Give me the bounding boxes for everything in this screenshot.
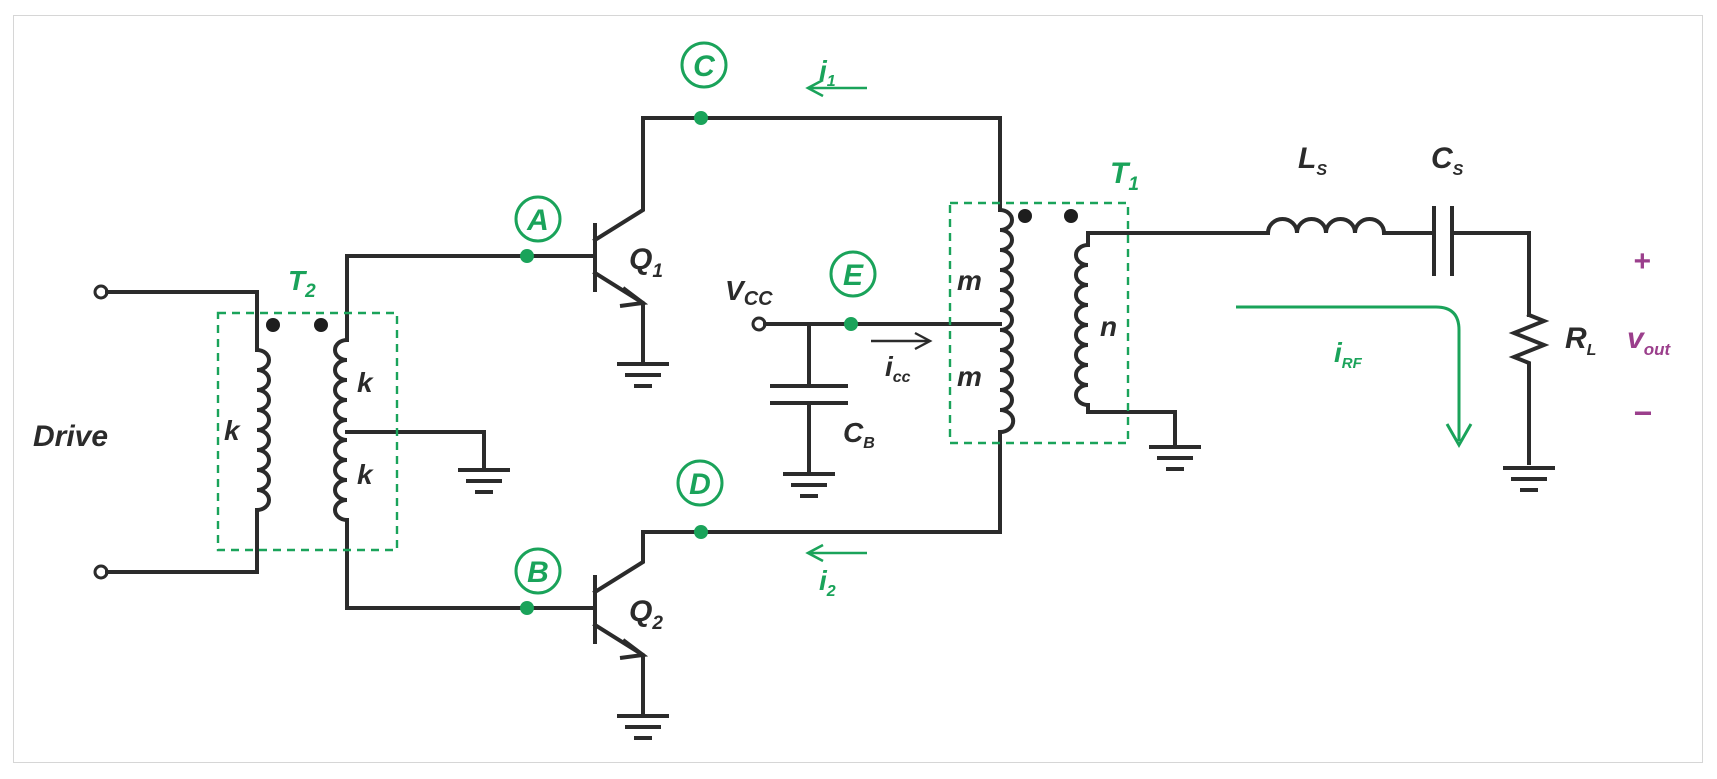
vout-minus-sign: − (1633, 395, 1652, 431)
t1-core-box (948, 201, 1130, 445)
t2-primary-winding (256, 348, 271, 512)
ground-symbol-q2 (617, 714, 669, 740)
figure-frame (13, 15, 1703, 763)
node-c-dot (694, 111, 708, 125)
t1-secondary-n-label: n (1100, 311, 1117, 342)
inductor-ls (1266, 217, 1436, 235)
vcc-label: VCC (725, 275, 773, 310)
drive-input (93, 284, 259, 580)
t2-secondary-k-bottom-label: k (357, 459, 374, 490)
ls-label: LS (1298, 142, 1327, 179)
rl-label: RL (1565, 322, 1596, 359)
irf-label: iRF (1334, 337, 1363, 372)
node-a-dot (520, 249, 534, 263)
cb-label: CB (843, 417, 875, 452)
ground-symbol-q1 (617, 362, 669, 388)
q1-label: Q1 (629, 243, 663, 282)
current-arrow-i1 (805, 78, 867, 98)
t1-dot-secondary (1064, 209, 1078, 223)
t2-dot-secondary (314, 318, 328, 332)
icc-label: icc (885, 351, 911, 386)
transistor-q1 (525, 116, 1002, 364)
t1-primary-winding (999, 208, 1016, 434)
current-arrow-icc (871, 331, 933, 351)
node-a-label: A (514, 195, 562, 243)
t1-primary-m-top-label: m (957, 265, 982, 296)
node-e-label: E (829, 250, 877, 298)
node-b-label: B (514, 547, 562, 595)
drive-label: Drive (33, 420, 108, 453)
vout-label: vout (1627, 322, 1671, 359)
vout-plus-sign: + (1633, 245, 1651, 278)
ground-symbol-t2 (458, 468, 510, 494)
t2-core-box (216, 311, 399, 552)
t1-primary-m-bottom-label: m (957, 361, 982, 392)
i1-label: i1 (819, 55, 836, 90)
svg-text:A: A (526, 204, 549, 237)
svg-text:B: B (527, 556, 549, 589)
vcc-feed (751, 316, 1002, 388)
ground-symbol-cb (783, 472, 835, 498)
t1-secondary-winding (1074, 231, 1270, 445)
i2-label: i2 (819, 565, 836, 600)
current-arrow-irf (1236, 305, 1473, 449)
t1-label: T1 (1110, 157, 1139, 195)
node-e-dot (844, 317, 858, 331)
t2-label: T2 (288, 265, 316, 302)
t2-primary-k-label: k (224, 415, 241, 446)
svg-text:C: C (693, 50, 716, 83)
node-d-dot (694, 525, 708, 539)
capacitor-cs (1432, 206, 1531, 317)
t2-dot-primary (266, 318, 280, 332)
ground-symbol-rl (1503, 466, 1555, 492)
capacitor-cb (770, 384, 848, 472)
cs-label: CS (1431, 142, 1464, 179)
node-b-dot (520, 601, 534, 615)
node-d-label: D (676, 459, 724, 507)
current-arrow-i2 (805, 543, 867, 563)
ground-symbol-t1 (1149, 445, 1201, 471)
transistor-q2 (525, 430, 1002, 714)
resistor-rl (1508, 312, 1550, 465)
svg-text:E: E (843, 259, 864, 292)
node-c-label: C (680, 41, 728, 89)
q2-label: Q2 (629, 595, 663, 634)
t1-dot-primary (1018, 209, 1032, 223)
t2-secondary-winding (333, 254, 529, 610)
t2-secondary-k-top-label: k (357, 367, 374, 398)
svg-text:D: D (689, 468, 711, 501)
